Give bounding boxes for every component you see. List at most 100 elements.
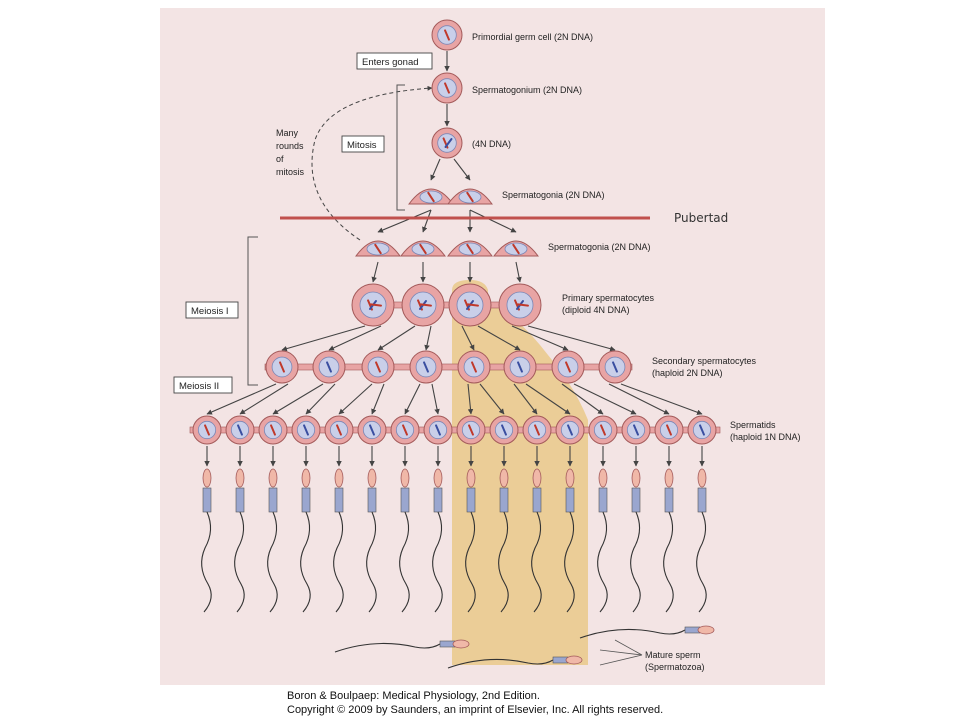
chromosome xyxy=(466,243,474,255)
cytoplasmic-bridge xyxy=(189,426,721,434)
flow-arrow xyxy=(469,209,517,233)
primary-label-2: (diploid 4N DNA) xyxy=(562,305,630,315)
sperm xyxy=(333,468,344,613)
chromosome xyxy=(699,424,705,436)
sperm xyxy=(531,468,542,613)
chromosome xyxy=(237,424,243,436)
chromosome xyxy=(471,361,477,373)
flow-arrow xyxy=(281,325,366,352)
primary-spermatocyte xyxy=(448,283,492,327)
spermatid xyxy=(258,415,288,445)
secondary-spermatocyte xyxy=(503,350,537,384)
sperm xyxy=(300,468,311,613)
chromosome xyxy=(468,424,474,436)
flow-arrow xyxy=(430,158,441,181)
sperm xyxy=(630,468,641,613)
spermatogonia-pair-label: Spermatogonia (2N DNA) xyxy=(502,190,605,200)
flow-arrow xyxy=(479,383,505,415)
mature-label-1: Mature sperm xyxy=(645,650,701,660)
flow-arrow xyxy=(377,209,432,233)
many-rounds-line-1: Many xyxy=(276,128,299,138)
secondary-spermatocyte xyxy=(265,350,299,384)
spermatid xyxy=(687,415,717,445)
flow-arrow xyxy=(527,325,616,352)
enters-gonad-box xyxy=(356,52,433,70)
sperm xyxy=(597,468,608,613)
flow-arrow xyxy=(404,383,421,415)
spermatid xyxy=(324,415,354,445)
cytoplasmic-bridge xyxy=(264,363,633,371)
chromosome xyxy=(369,424,375,436)
chromosome xyxy=(467,303,479,307)
flow-arrow xyxy=(467,383,474,415)
mitosis-box xyxy=(341,135,385,153)
spermatid xyxy=(654,415,684,445)
meiosis-2-label: Meiosis II xyxy=(179,381,219,392)
primary-label-1: Primary spermatocytes xyxy=(562,293,655,303)
chromosome xyxy=(326,361,332,373)
primary-spermatocyte xyxy=(401,283,445,327)
chromosome xyxy=(336,424,342,436)
flow-arrow xyxy=(431,383,440,415)
chromosome xyxy=(600,424,606,436)
flow-arrow xyxy=(477,325,521,351)
spermatid xyxy=(489,415,519,445)
chromosome xyxy=(517,303,529,307)
chromosome xyxy=(444,82,450,94)
chromosome xyxy=(567,424,573,436)
spermatid xyxy=(621,415,651,445)
spermatid xyxy=(225,415,255,445)
chromosome xyxy=(303,424,309,436)
flow-arrow xyxy=(422,209,432,233)
mature-leader-lines xyxy=(599,639,643,666)
spermatids-label-1: Spermatids xyxy=(730,420,776,430)
flow-arrow xyxy=(515,261,522,283)
chromosome xyxy=(612,361,618,373)
spermatid xyxy=(522,415,552,445)
spermatid xyxy=(588,415,618,445)
many-rounds-line-4: mitosis xyxy=(276,167,305,177)
four-n-label: (4N DNA) xyxy=(472,139,511,149)
spermatid xyxy=(390,415,420,445)
flow-arrow xyxy=(239,383,289,415)
primary-spermatocyte xyxy=(498,283,542,327)
spermatogonia-row-cell xyxy=(493,240,539,257)
chromosome xyxy=(435,424,441,436)
sperm xyxy=(234,468,245,613)
many-rounds-line-2: rounds xyxy=(276,141,304,151)
many-rounds-dashed-arrow xyxy=(311,85,433,241)
primordial-label: Primordial germ cell (2N DNA) xyxy=(472,32,593,42)
spermatogonia-row-cell xyxy=(400,240,446,257)
sperm xyxy=(432,468,443,613)
flow-arrow xyxy=(371,261,379,283)
spermatogonium-cell xyxy=(431,72,463,104)
many-rounds-line-3: of xyxy=(276,154,284,164)
chromosome xyxy=(633,424,639,436)
secondary-spermatocyte xyxy=(312,350,346,384)
spermatogonia-pair-cell xyxy=(408,188,454,205)
flow-arrow xyxy=(272,383,324,415)
mitosis-bracket xyxy=(396,84,405,211)
sperm xyxy=(696,468,707,613)
chromosome xyxy=(466,191,474,203)
chromosome xyxy=(517,361,523,373)
spermatogonia-row-label: Spermatogonia (2N DNA) xyxy=(548,242,651,252)
sperm xyxy=(366,468,377,613)
sperm xyxy=(399,468,410,613)
flow-arrow xyxy=(525,383,571,415)
chromosome xyxy=(419,243,427,255)
spermatid xyxy=(192,415,222,445)
spermatid xyxy=(555,415,585,445)
chromosome xyxy=(370,303,382,307)
credit-line-2: Copyright © 2009 by Saunders, an imprint… xyxy=(287,704,664,716)
flow-arrow xyxy=(608,383,670,415)
spermatid xyxy=(456,415,486,445)
credit-line-1: Boron & Boulpaep: Medical Physiology, 2n… xyxy=(287,690,540,702)
flow-arrow xyxy=(206,383,277,415)
spermatids-label-2: (haploid 1N DNA) xyxy=(730,432,801,442)
chromosome xyxy=(666,424,672,436)
secondary-label-2: (haploid 2N DNA) xyxy=(652,368,723,378)
secondary-spermatocyte xyxy=(551,350,585,384)
chromosome xyxy=(279,361,285,373)
